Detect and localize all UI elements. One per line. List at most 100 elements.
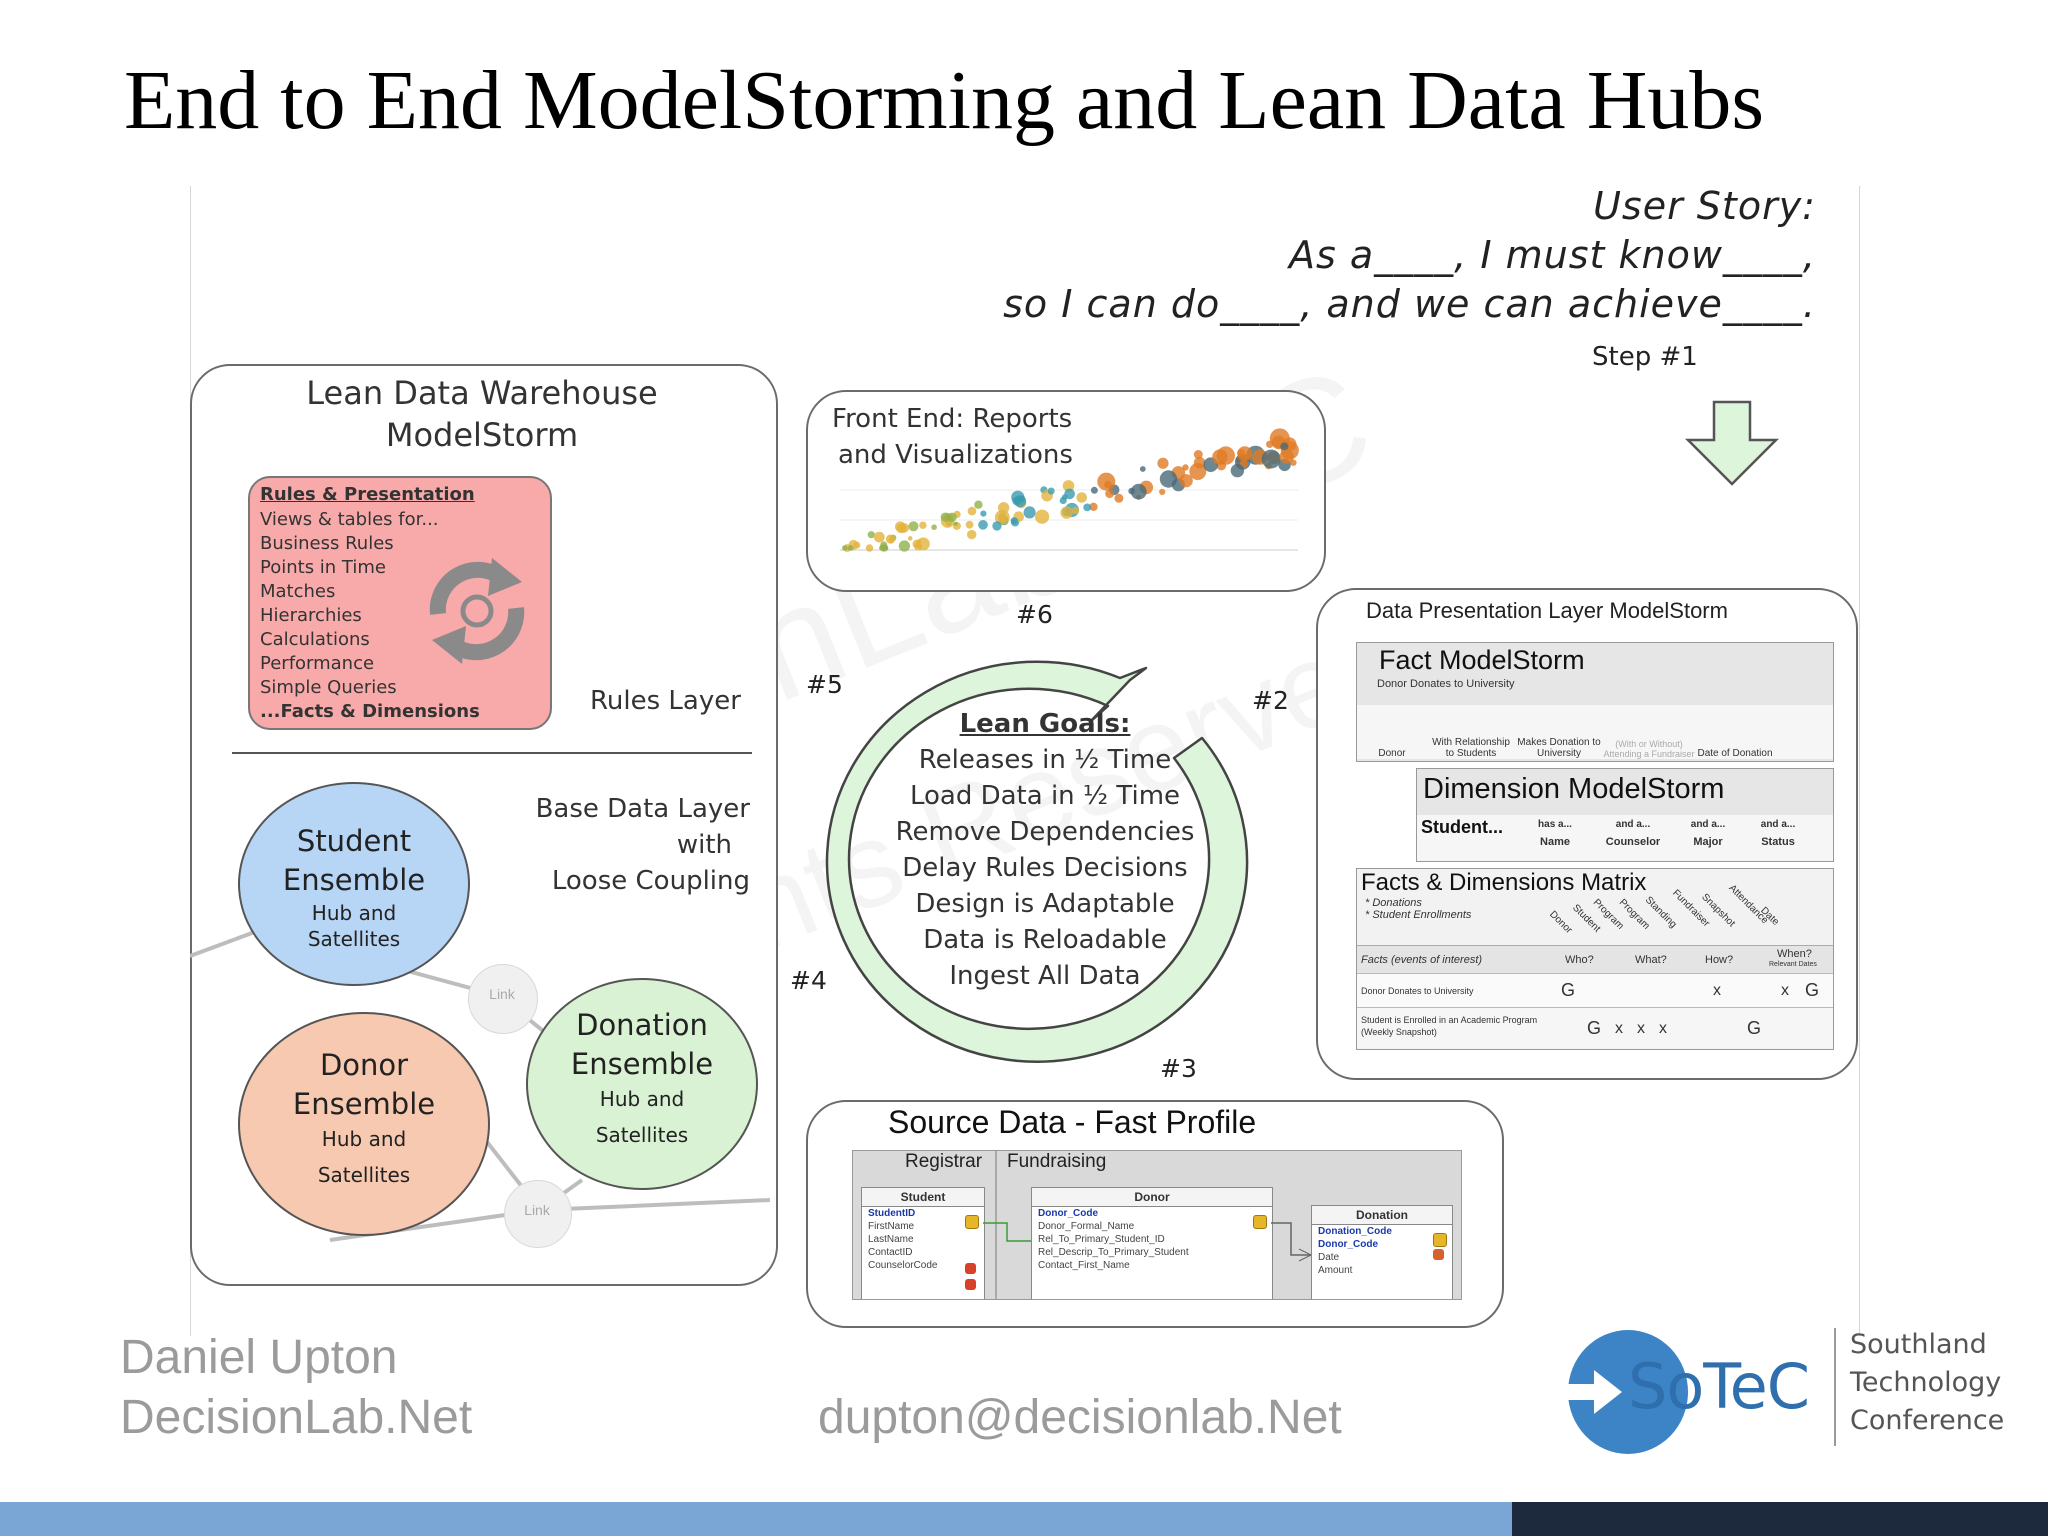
- donor-field: Rel_To_Primary_Student_ID: [1038, 1234, 1165, 1245]
- student-ensemble-title-1: Student: [296, 824, 412, 858]
- dimension-col-prefix: and a...: [1615, 819, 1651, 830]
- conference-line: Conference: [1850, 1405, 2005, 1436]
- dimension-col-name: Status: [1761, 836, 1795, 848]
- rules-item: Performance: [260, 653, 375, 674]
- scatter-dot: [1105, 489, 1114, 498]
- donor-field: Donor_Code: [1038, 1208, 1098, 1219]
- matrix-mark: G: [1561, 980, 1576, 1000]
- student-field: LastName: [868, 1234, 914, 1245]
- rules-item: Matches: [260, 581, 336, 602]
- scatter-dot: [1179, 474, 1193, 488]
- matrix-mark: G: [1805, 980, 1820, 1000]
- donation-table-header: Donation: [1312, 1206, 1452, 1225]
- rules-item: Points in Time: [260, 557, 386, 578]
- step-1-label: Step #1: [1592, 342, 1698, 372]
- matrix-when-note: Relevant Dates: [1769, 961, 1817, 968]
- matrix-rotated-headers: Donor Student Program Program Standing F…: [1537, 883, 1837, 939]
- scatter-dot: [978, 520, 988, 530]
- dimension-cols: has a...Name and a... Counselor and a...M…: [1517, 819, 1813, 848]
- scatter-dot: [974, 500, 983, 509]
- step-1-arrow: [1684, 400, 1780, 486]
- author-email: dupton@decisionlab.Net: [818, 1391, 1342, 1444]
- matrix-header: Facts (events of interest): [1361, 954, 1483, 966]
- matrix-row-label: Donor Donates to University: [1361, 986, 1474, 996]
- dimension-modelstorm: Dimension ModelStorm Student... has a...…: [1416, 768, 1834, 862]
- donor-field: Donor_Formal_Name: [1038, 1221, 1135, 1232]
- scatter-dot: [1083, 503, 1092, 512]
- matrix-row-2: Student is Enrolled in an Academic Progr…: [1357, 1007, 1833, 1048]
- student-ensemble-sub-1: Hub and: [311, 901, 397, 925]
- step-5-label: #5: [806, 670, 843, 699]
- donor-ensemble-sub-2: Satellites: [317, 1163, 411, 1187]
- scatter-dot: [940, 512, 950, 522]
- sotec-logo: SoTeC: [1566, 1330, 1826, 1454]
- dimension-col-prefix: and a...: [1690, 819, 1726, 830]
- scatter-dot: [847, 545, 854, 551]
- tab-divider: [995, 1151, 997, 1299]
- scatter-dot: [873, 531, 885, 543]
- lean-goal-item: Remove Dependencies: [895, 817, 1195, 847]
- scatter-dot: [885, 534, 896, 544]
- scatter-dot: [1130, 483, 1147, 500]
- base-layer-line-1: Base Data Layer: [535, 794, 750, 824]
- scatter-dot: [965, 520, 974, 529]
- scatter-dot: [947, 512, 957, 522]
- lean-goal-item: Delay Rules Decisions: [902, 853, 1188, 883]
- dimension-col-prefix: and a...: [1760, 819, 1796, 830]
- scatter-dot: [1193, 450, 1203, 459]
- matrix-note: * Student Enrollments: [1365, 909, 1472, 921]
- scatter-dot: [1157, 457, 1169, 469]
- user-story-line-1: As a____, I must know____,: [1289, 233, 1816, 277]
- conference-line: Southland: [1850, 1329, 1987, 1360]
- source-data-title: Source Data - Fast Profile: [888, 1104, 1257, 1140]
- scatter-dot: [1189, 463, 1207, 480]
- scatter-dot: [931, 524, 937, 530]
- matrix-mark: x: [1781, 982, 1789, 999]
- scatter-dot: [1230, 463, 1245, 478]
- donation-ensemble-sub-2: Satellites: [595, 1123, 689, 1147]
- rules-item: Business Rules: [260, 533, 394, 554]
- donor-field: Rel_Descrip_To_Primary_Student: [1038, 1247, 1189, 1258]
- tab-fundraising: Fundraising: [1007, 1151, 1107, 1172]
- table-relationship-lines: [983, 1222, 1312, 1262]
- rules-item: Calculations: [260, 629, 370, 650]
- dimension-col: has a...Name: [1517, 819, 1593, 848]
- scatter-dot: [997, 502, 1010, 514]
- matrix-mark: x: [1615, 1020, 1623, 1037]
- scatter-dot: [1076, 492, 1087, 503]
- scatter-dot: [1089, 502, 1098, 511]
- donor-ensemble-sub-1: Hub and: [321, 1127, 407, 1151]
- lean-dw-title-2: ModelStorm: [385, 416, 579, 454]
- scatter-dot: [908, 521, 919, 532]
- student-ensemble: Student Ensemble Hub and Satellites: [238, 782, 470, 986]
- refresh-cycle-icon: [429, 558, 525, 664]
- matrix-rot-header: Donor: [1547, 908, 1575, 937]
- dimension-col-name: Counselor: [1605, 836, 1661, 848]
- lean-goal-item: Data is Reloadable: [923, 925, 1167, 955]
- link-node-2: [504, 1180, 572, 1248]
- link-node-1: [468, 964, 538, 1034]
- conference-name: Southland Technology Conference: [1850, 1326, 2004, 1440]
- donor-table: Donor Donor_Code Donor_Formal_Name Rel_T…: [1031, 1187, 1273, 1299]
- matrix-mark: x: [1637, 1020, 1645, 1037]
- base-layer-line-3: Loose Coupling: [551, 866, 750, 896]
- matrix-row-1: Donor Donates to University G x x G: [1357, 973, 1833, 1008]
- scatter-dot: [967, 506, 977, 516]
- scatter-dot: [1212, 449, 1228, 465]
- logo-arrow-icon: [1566, 1370, 1622, 1414]
- scatter-dot: [1060, 506, 1073, 519]
- user-story-line-2: so I can do____, and we can achieve____.: [1003, 282, 1816, 326]
- matrix-header: What?: [1635, 954, 1667, 966]
- step-2-label: #2: [1252, 686, 1289, 715]
- slide-title: End to End ModelStorming and Lean Data H…: [124, 54, 1765, 147]
- matrix-mark: G: [1747, 1018, 1762, 1038]
- lean-goal-item: Design is Adaptable: [915, 889, 1175, 919]
- key-icon: [1433, 1233, 1447, 1247]
- conference-line: Technology: [1850, 1367, 2002, 1398]
- tab-registrar: Registrar: [905, 1151, 983, 1172]
- user-story-heading: User Story:: [1593, 184, 1816, 228]
- student-table-header: Student: [862, 1188, 984, 1207]
- matrix-header: When?: [1777, 948, 1812, 960]
- donor-ensemble-title-1: Donor: [319, 1048, 409, 1082]
- dimension-col: and a...Major: [1673, 819, 1743, 848]
